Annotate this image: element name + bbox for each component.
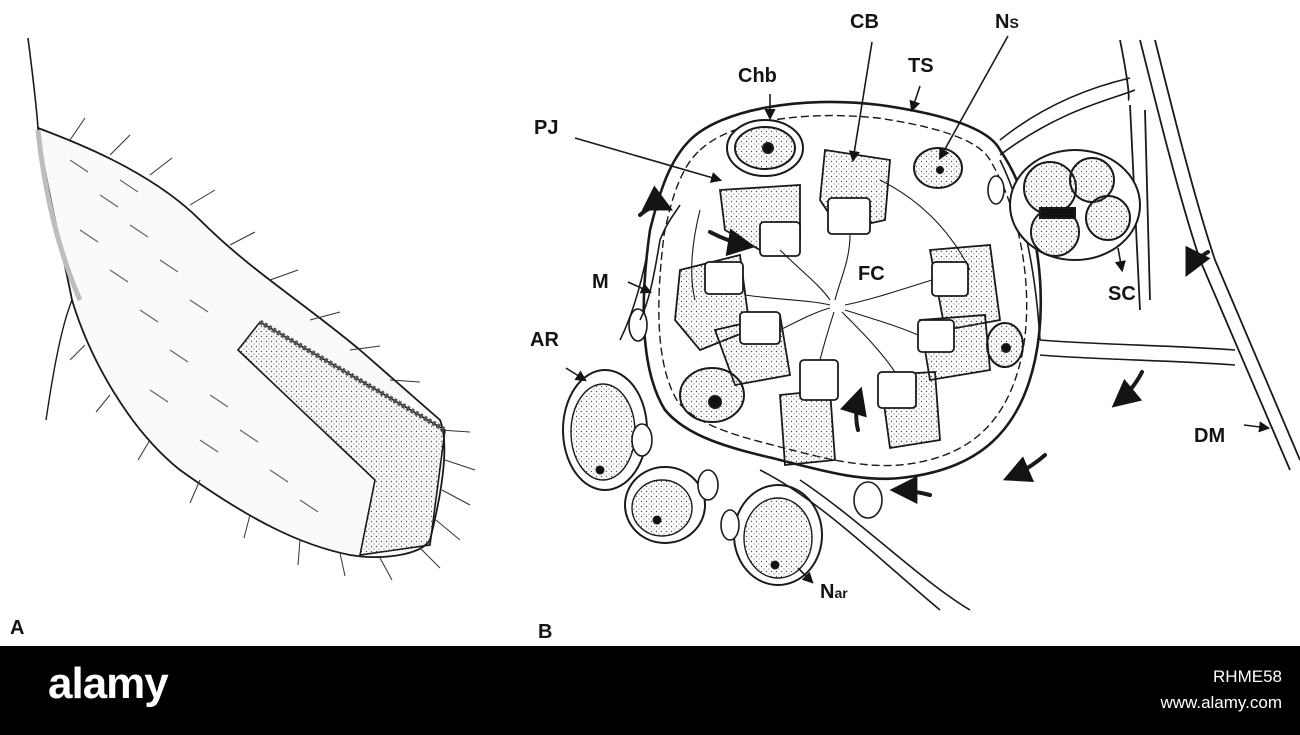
figure-drawing [27,35,1300,611]
panel-a-drawing [27,37,476,581]
label-nar: Nar [820,582,848,602]
label-nar-main: N [820,581,835,603]
panel-b-drawing [562,35,1300,611]
label-nar-sub: ar [834,585,848,601]
footer-bar: alamy RHME58 www.alamy.com [0,646,1300,735]
label-fc: FC [858,263,885,285]
label-cb: CB [850,11,879,33]
label-dm: DM [1194,425,1226,447]
image-id: RHME58 [1213,667,1282,686]
panel-b-label: B [538,621,553,643]
label-ns: NS [995,12,1019,32]
label-m: M [592,271,609,293]
figure: A B CB NS Chb TS PJ M FC SC AR DM Nar [10,11,1300,643]
label-sc: SC [1108,283,1136,305]
panel-a-label: A [10,617,25,639]
label-ts: TS [908,55,934,77]
site-link[interactable]: www.alamy.com [1160,693,1282,712]
label-pj: PJ [534,117,559,139]
label-ns-main: N [995,11,1010,33]
label-ar: AR [530,329,559,351]
label-chb: Chb [738,65,777,87]
label-ns-sub: S [1009,15,1019,31]
brand-logo[interactable]: alamy [48,659,169,708]
